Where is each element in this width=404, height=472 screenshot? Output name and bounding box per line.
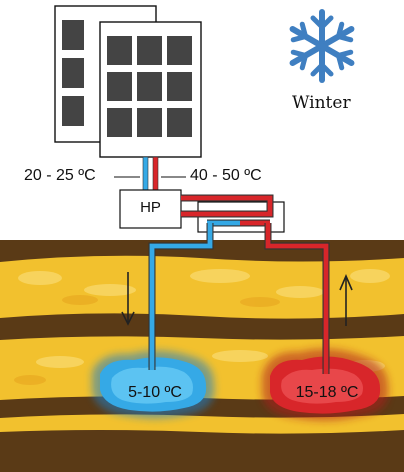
season-label: Winter xyxy=(292,93,351,113)
building-return-temp: 40 - 50 ºC xyxy=(190,167,262,184)
building-pipes xyxy=(142,156,159,192)
cold-zone-temp: 5-10 ºC xyxy=(128,384,182,401)
solar-panel-front xyxy=(99,21,202,158)
cold-zone xyxy=(92,350,215,419)
hot-zone-temp: 15-18 ºC xyxy=(295,384,359,401)
arrow-down-icon xyxy=(121,272,135,326)
arrow-up-icon xyxy=(339,273,353,326)
hot-ground-pipe xyxy=(264,223,330,374)
heat-pump-box xyxy=(119,189,182,229)
soil-layer xyxy=(0,313,404,340)
hot-loop-pipe xyxy=(181,194,274,218)
heat-pump-label: HP xyxy=(140,199,161,216)
hot-zone xyxy=(262,348,389,421)
soil-layer xyxy=(0,430,404,472)
building-supply-temp: 20 - 25 ºC xyxy=(24,167,96,184)
snowflake-icon xyxy=(289,9,355,83)
cold-ground-pipe xyxy=(148,223,214,370)
